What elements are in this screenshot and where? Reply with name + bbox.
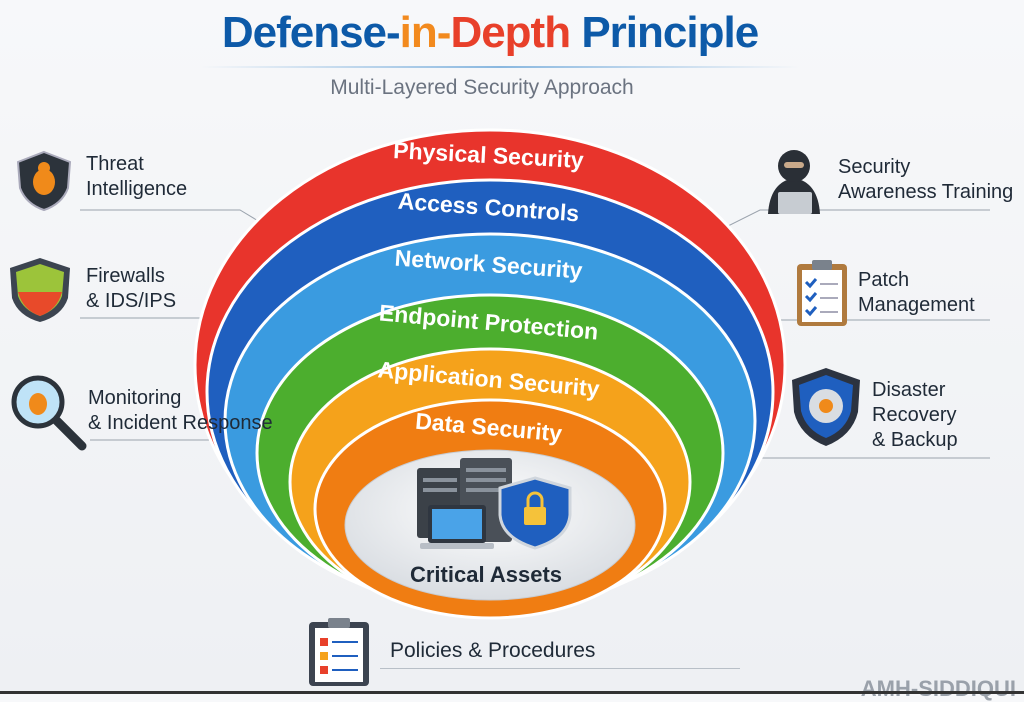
lock-shield-icon (498, 476, 572, 550)
hacker-icon (768, 150, 820, 214)
clipboard-check-icon (797, 260, 847, 326)
watermark: AMH-SIDDIQUI (860, 676, 1016, 701)
page-title: Defense-in-Depth Principle (221, 8, 759, 57)
monitoring-label: Monitoring& Incident Response (88, 387, 273, 434)
title-divider (200, 66, 800, 68)
laptop-icon (420, 505, 494, 549)
bottom-border (0, 691, 1024, 694)
policies-label: Policies & Procedures (390, 639, 596, 662)
firewall-icon (10, 258, 70, 322)
magnifier-bug-icon (11, 375, 87, 451)
bug-shield-icon (16, 150, 72, 212)
firewalls-label: Firewalls& IDS/IPS (86, 265, 177, 312)
gear-shield-icon (792, 368, 860, 446)
bottom-divider (380, 668, 740, 669)
core-label: Critical Assets (410, 562, 562, 587)
subtitle: Multi-Layered Security Approach (330, 76, 634, 99)
clipboard-list-icon (309, 618, 369, 686)
